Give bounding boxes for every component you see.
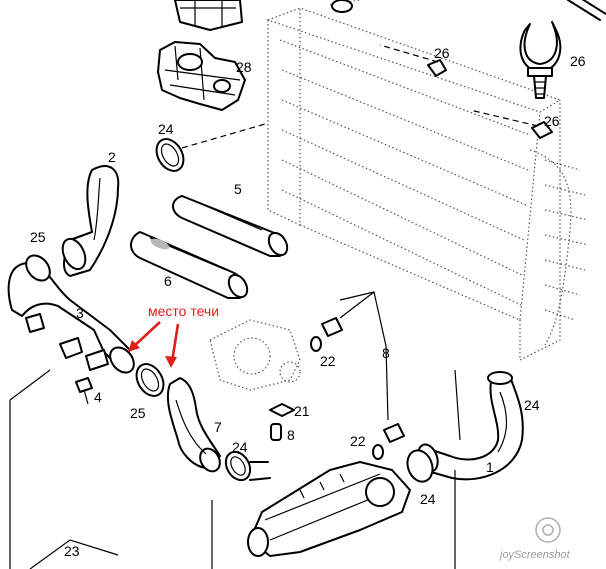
label-8-upper: 8 bbox=[382, 345, 390, 361]
label-1: 1 bbox=[486, 459, 494, 475]
leak-arrow-icon bbox=[170, 323, 180, 363]
radiator bbox=[266, 0, 589, 361]
thermostat-housing bbox=[247, 461, 411, 557]
label-26-right: 26 bbox=[570, 53, 586, 69]
connector-22-upper bbox=[310, 317, 343, 352]
label-22-upper: 22 bbox=[320, 353, 336, 369]
label-24-bottom: 24 bbox=[420, 491, 436, 507]
pipe-3 bbox=[7, 254, 135, 374]
leak-annotation: место течи bbox=[128, 303, 219, 368]
label-22-lower: 22 bbox=[350, 433, 366, 449]
label-8-lower: 8 bbox=[287, 427, 295, 443]
label-23: 23 bbox=[64, 543, 80, 559]
part-labels: 1 2 3 4 5 6 7 8 8 21 22 22 23 24 24 24 2… bbox=[30, 45, 586, 559]
top-pipe bbox=[331, 0, 606, 21]
bracket-28 bbox=[157, 41, 246, 111]
label-26-top: 26 bbox=[434, 45, 450, 61]
label-25-lower: 25 bbox=[130, 405, 146, 421]
watermark-text: joyScreenshot bbox=[498, 549, 571, 561]
label-24-right: 24 bbox=[524, 397, 540, 413]
label-26-mid: 26 bbox=[544, 113, 560, 129]
clamp-24-lower bbox=[224, 450, 271, 482]
clip-26-small-a bbox=[427, 59, 447, 77]
label-3: 3 bbox=[76, 305, 84, 321]
label-5: 5 bbox=[234, 181, 242, 197]
camera-icon bbox=[535, 517, 561, 543]
watermark: joyScreenshot bbox=[498, 517, 571, 561]
label-21: 21 bbox=[294, 403, 310, 419]
label-24-upper: 24 bbox=[158, 121, 174, 137]
clip-26 bbox=[519, 21, 562, 99]
throttle-body bbox=[209, 319, 301, 391]
connector-22-lower bbox=[372, 423, 405, 460]
leak-annotation-text: место течи bbox=[148, 303, 219, 319]
bolt-4 bbox=[75, 377, 93, 405]
label-28: 28 bbox=[236, 59, 252, 75]
label-6: 6 bbox=[164, 273, 172, 289]
clamp-24-upper bbox=[155, 138, 185, 172]
clamp-24-right bbox=[406, 449, 434, 483]
bracket-top bbox=[174, 0, 243, 31]
hose-6 bbox=[130, 231, 249, 299]
hose-5 bbox=[172, 195, 289, 257]
leader-lines bbox=[9, 44, 539, 569]
label-25-upper: 25 bbox=[30, 229, 46, 245]
hose-2 bbox=[61, 165, 120, 277]
label-2: 2 bbox=[108, 149, 116, 165]
label-7: 7 bbox=[214, 419, 222, 435]
label-24-lower: 24 bbox=[232, 439, 248, 455]
sensor-21 bbox=[269, 403, 295, 441]
label-4: 4 bbox=[94, 389, 102, 405]
hose-7 bbox=[166, 377, 221, 473]
leak-arrow-icon bbox=[131, 321, 161, 349]
clamp-25 bbox=[135, 363, 165, 397]
